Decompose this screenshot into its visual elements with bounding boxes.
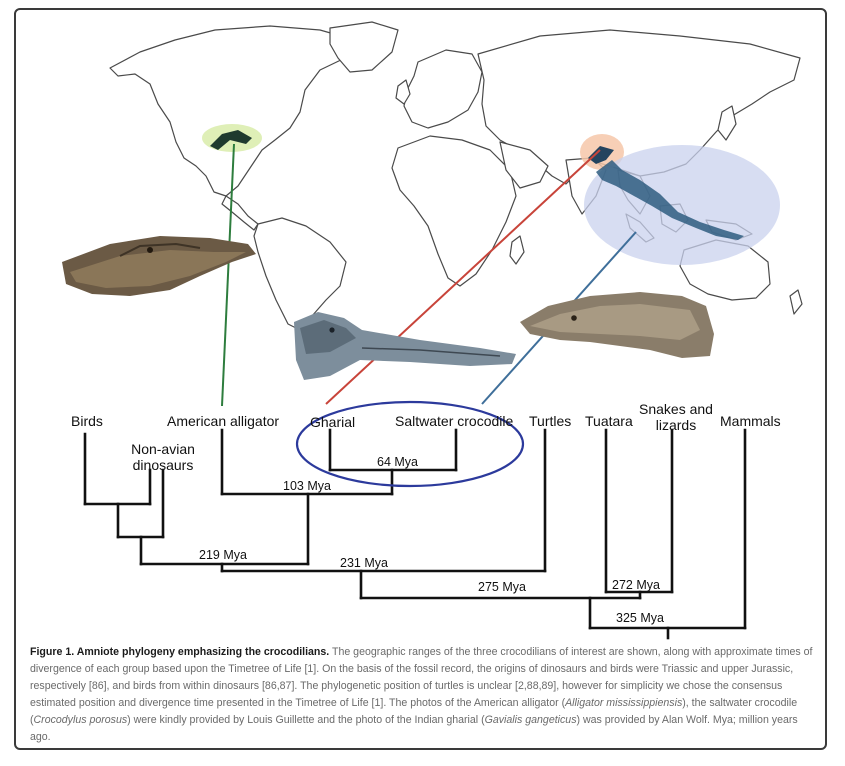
- taxon-american-alligator: American alligator: [167, 413, 280, 429]
- gharial-connector: [325, 149, 601, 405]
- caption-text-1: The geographic ranges of the three croco…: [30, 646, 813, 709]
- alligator-connector: [221, 143, 235, 407]
- caption-title: Figure 1. Amniote phylogeny emphasizing …: [30, 646, 330, 658]
- north-america: [109, 25, 356, 197]
- divergence-325-mya: 325 Mya: [616, 611, 664, 625]
- divergence-275-mya: 275 Mya: [478, 580, 526, 594]
- caption-species-alligator: Alligator mississippiensis: [565, 696, 683, 709]
- britain: [395, 79, 411, 105]
- gharial-photo: [294, 312, 516, 380]
- new-zealand: [789, 289, 803, 315]
- divergence-64-mya: 64 Mya: [377, 455, 418, 469]
- taxon-mammals: Mammals: [720, 413, 781, 429]
- arabia: [499, 141, 549, 189]
- american-alligator-photo: [62, 236, 256, 296]
- europe: [403, 49, 483, 129]
- gharial-range-rivers: [588, 146, 614, 164]
- taxon-saltwater-crocodile: Saltwater crocodile: [395, 413, 514, 429]
- taxon-gharial: Gharial: [310, 414, 356, 430]
- taxon-turtles: Turtles: [529, 413, 572, 429]
- phylogeny-tree: [83, 428, 747, 640]
- divergence-272-mya: 272 Mya: [612, 578, 660, 592]
- saltwater-crocodile-photo: [520, 292, 714, 358]
- caption-text-3: ) were kindly provided by Louis Guillett…: [127, 713, 485, 726]
- madagascar: [509, 235, 525, 265]
- caption-text-4: ) was provided by Alan Wolf. Mya; millio…: [30, 713, 798, 743]
- caption-species-gharial: Gavialis gangeticus: [484, 713, 577, 726]
- alligator-range-coast: [210, 130, 252, 150]
- taxon-non-avian-dinosaurs: Non-avian dinosaurs: [131, 441, 195, 473]
- world-map: [109, 21, 803, 331]
- greenland: [329, 21, 399, 73]
- africa: [391, 135, 517, 287]
- taxon-snakes-and-lizards: Snakes and lizards: [639, 401, 713, 433]
- crocodylidae-highlight: [295, 400, 525, 488]
- caption-species-crocodile: Crocodylus porosus: [33, 713, 128, 726]
- caption-text-2: ), the saltwater crocodile (: [30, 696, 798, 726]
- taxon-tuatara: Tuatara: [585, 413, 633, 429]
- south-america: [253, 217, 347, 331]
- divergence-231-mya: 231 Mya: [340, 556, 388, 570]
- saltwater-range-coasts: [596, 160, 744, 240]
- figure-caption: Figure 1. Amniote phylogeny emphasizing …: [30, 644, 815, 745]
- central-america: [221, 195, 259, 231]
- taxon-birds: Birds: [71, 413, 103, 429]
- divergence-219-mya: 219 Mya: [199, 548, 247, 562]
- japan: [717, 105, 737, 141]
- divergence-103-mya: 103 Mya: [283, 479, 331, 493]
